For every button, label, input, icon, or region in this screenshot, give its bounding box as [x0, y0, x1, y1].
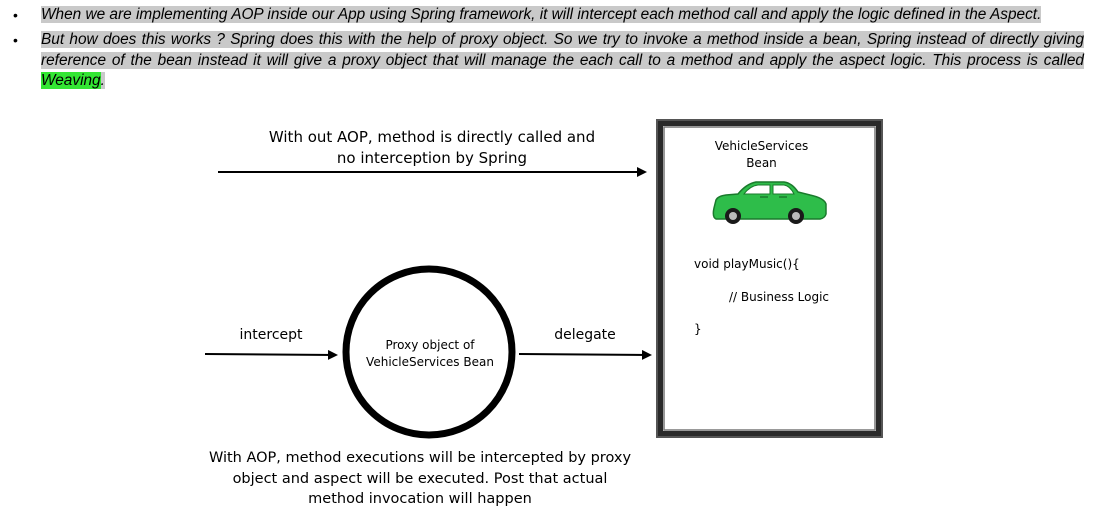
bullet-text-1: When we are implementing AOP inside our … — [41, 5, 1084, 26]
weaving-highlight: Weaving — [41, 72, 101, 89]
bullet-text-2: But how does this works ? Spring does th… — [41, 30, 1084, 92]
car-icon — [712, 181, 827, 224]
proxy-object-circle — [342, 265, 516, 439]
bean-title-line2: Bean — [746, 156, 777, 170]
bean-title-line1: VehicleServices — [714, 139, 809, 153]
direct-call-label-line2: no interception by Spring — [336, 149, 528, 167]
bean-title: VehicleServices Bean — [690, 138, 833, 172]
direct-call-label: With out AOP, method is directly called … — [218, 127, 646, 169]
intercept-arrow — [204, 349, 338, 360]
with-aop-description-line3: method invocation will happen — [308, 491, 532, 507]
delegate-label: delegate — [554, 327, 616, 343]
with-aop-description-line2: object and aspect will be executed. Post… — [232, 470, 608, 487]
proxy-object-label: Proxy object of VehicleServices Bean — [355, 337, 505, 371]
bullet-marker: • — [13, 32, 18, 48]
code-method-signature: void playMusic(){ — [694, 257, 800, 271]
code-closing-brace: } — [694, 322, 702, 336]
bullet-text-2-end: . — [100, 72, 105, 89]
code-comment: // Business Logic — [729, 290, 829, 304]
proxy-object-label-line2: VehicleServices Bean — [366, 355, 494, 369]
bullet-text-1-highlight: When we are implementing AOP inside our … — [41, 6, 1042, 23]
delegate-arrow — [518, 349, 652, 360]
bullet-marker: • — [13, 7, 18, 23]
proxy-object-label-line1: Proxy object of — [385, 338, 475, 352]
with-aop-description: With AOP, method executions will be inte… — [170, 448, 670, 510]
intercept-label: intercept — [239, 327, 303, 343]
with-aop-description-line1: With AOP, method executions will be inte… — [208, 450, 632, 466]
direct-call-label-line1: With out AOP, method is directly called … — [268, 128, 596, 146]
bean-box — [656, 119, 883, 438]
